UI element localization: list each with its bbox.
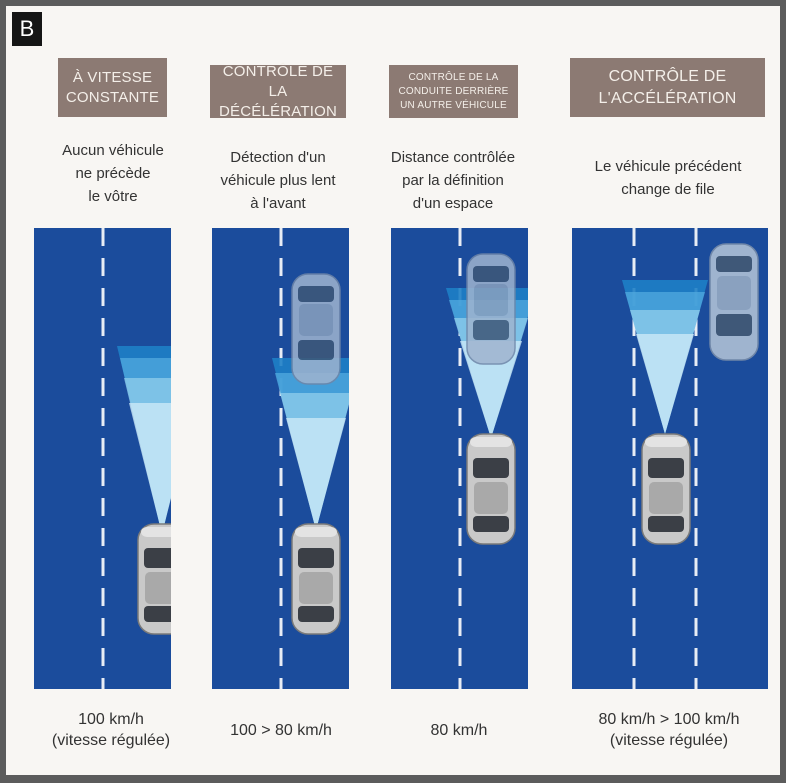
speed-constant-speed: 100 km/h (vitesse régulée) xyxy=(51,711,171,749)
lead-vehicle xyxy=(291,273,341,385)
road-constant-speed xyxy=(34,228,171,689)
own-vehicle xyxy=(466,433,516,545)
description-following: Distance contrôlée par la définition d'u… xyxy=(390,149,516,212)
description-acceleration: Le véhicule précédent change de file xyxy=(594,158,742,198)
lead-vehicle-changed-lane xyxy=(709,243,759,361)
speed-acceleration: 80 km/h > 100 km/h (vitesse régulée) xyxy=(598,711,740,749)
road-deceleration xyxy=(212,228,349,689)
road-acceleration xyxy=(572,228,768,689)
title-deceleration: CONTRÔLE DE LA DÉCÉLÉRATION xyxy=(210,63,346,120)
speed-deceleration: 100 > 80 km/h xyxy=(230,722,332,739)
road-acceleration-graphic xyxy=(572,228,768,689)
description-deceleration: Détection d'un véhicule plus lent à l'av… xyxy=(220,149,336,212)
description-constant-speed: Aucun véhicule ne précède le vôtre xyxy=(62,142,164,205)
speed-following: 80 km/h xyxy=(430,722,488,739)
road-constant-speed-graphic xyxy=(34,228,171,689)
road-following-graphic xyxy=(391,228,528,689)
road-deceleration-graphic xyxy=(212,228,349,689)
title-constant-speed: À VITESSE CONSTANTE xyxy=(58,58,167,117)
radar-beam xyxy=(117,346,171,534)
lead-vehicle xyxy=(466,253,516,365)
radar-beam xyxy=(272,358,349,530)
title-acceleration: CONTRÔLE DE L'ACCÉLÉRATION xyxy=(570,58,765,117)
title-following: CONTRÔLE DE LA CONDUITE DERRIÈRE UN AUTR… xyxy=(389,65,518,118)
own-vehicle xyxy=(641,433,691,545)
own-vehicle xyxy=(291,523,341,635)
radar-beam xyxy=(622,280,708,434)
panel-label: B xyxy=(12,12,42,46)
road-following xyxy=(391,228,528,689)
own-vehicle xyxy=(137,523,171,635)
